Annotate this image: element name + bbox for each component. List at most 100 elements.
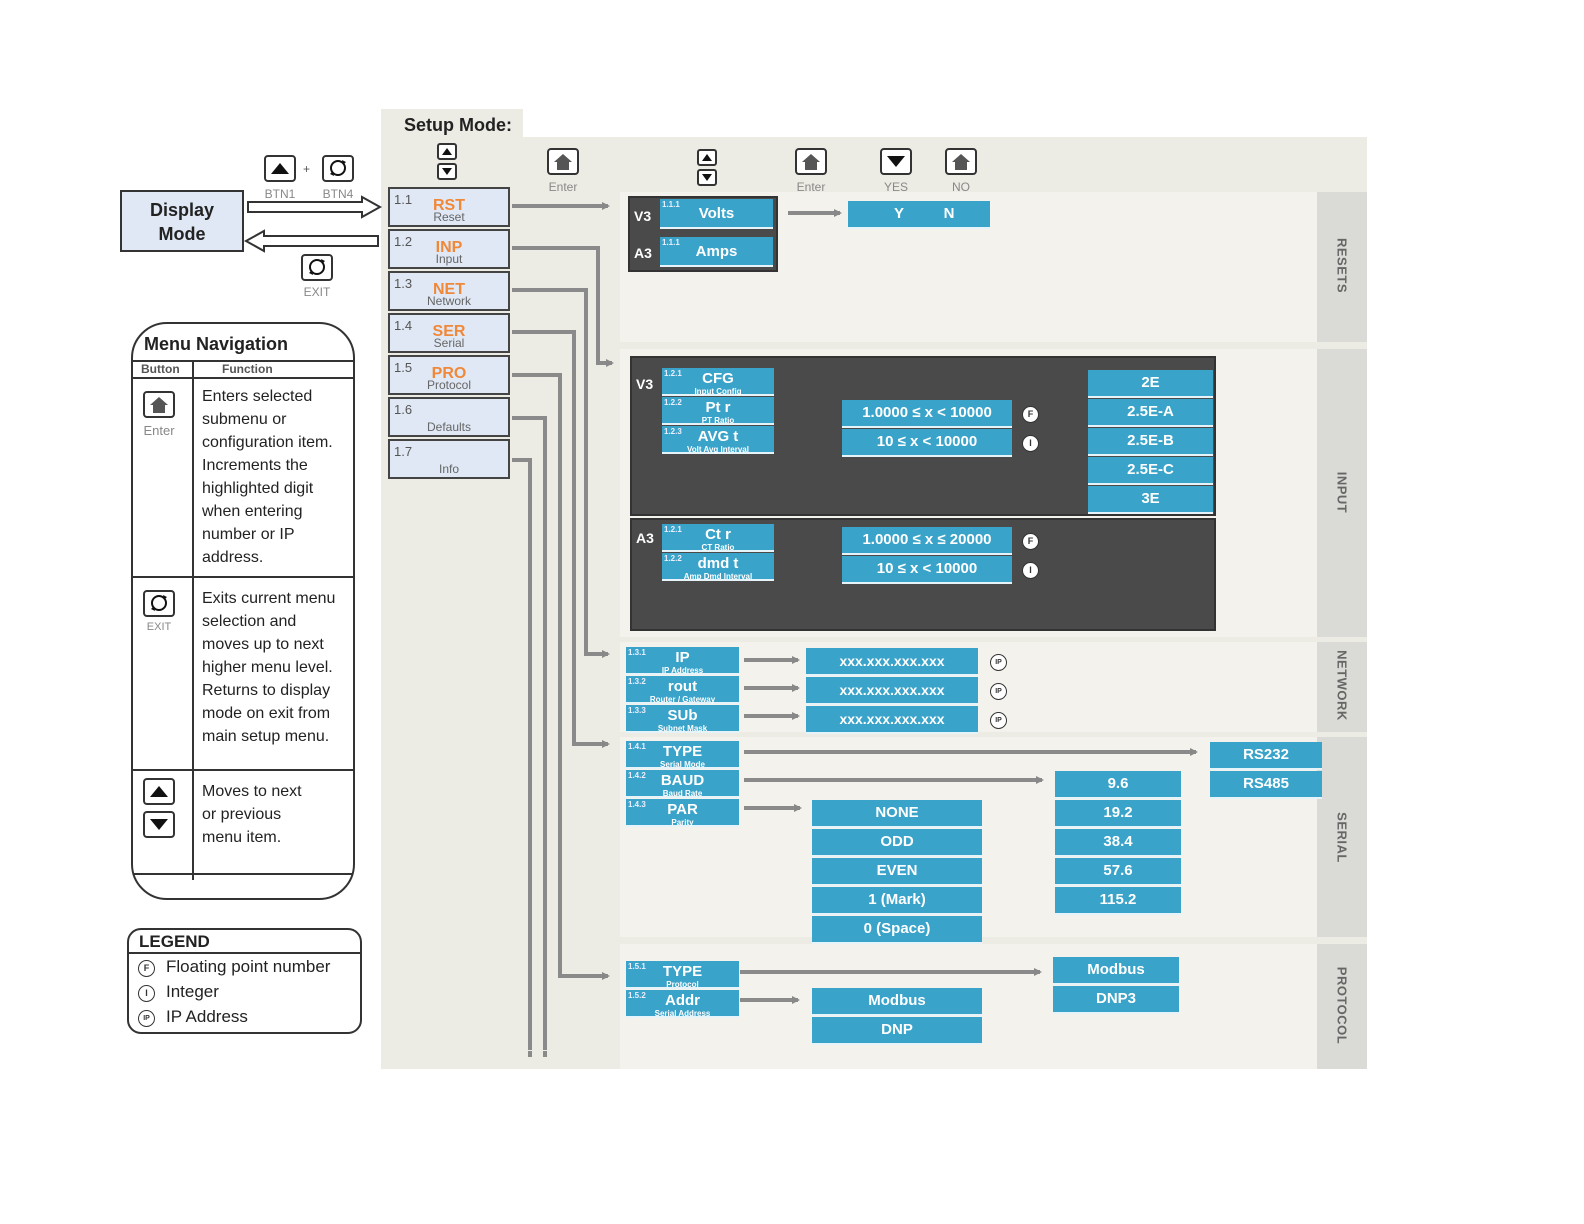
yes-option[interactable]: Y — [893, 205, 904, 222]
item-label: Addr — [665, 992, 700, 1009]
protocol-addr-item[interactable]: 1.5.2 Addr Serial Address — [626, 990, 739, 1018]
input-dmd-range[interactable]: 10 ≤ x < 10000 — [842, 556, 1012, 584]
protocol-type-modbus[interactable]: Modbus — [1053, 957, 1179, 985]
serial-type-item[interactable]: 1.4.1 TYPE Serial Mode — [626, 741, 739, 769]
cfg-option-3e[interactable]: 3E — [1088, 486, 1213, 514]
menu-item-network[interactable]: 1.3 NET Network — [388, 271, 510, 311]
input-ct-range[interactable]: 1.0000 ≤ x ≤ 20000 — [842, 527, 1012, 555]
no-option[interactable]: N — [943, 205, 955, 222]
down-arrow-icon — [150, 819, 168, 830]
baud-option-1152[interactable]: 115.2 — [1055, 887, 1181, 915]
menu-item-input[interactable]: 1.2 INP Input — [388, 229, 510, 269]
parity-option-none[interactable]: NONE — [812, 800, 982, 828]
input-pt-range[interactable]: 1.0000 ≤ x < 10000 — [842, 400, 1012, 428]
item-num: 1.2.1 — [664, 525, 682, 534]
tab-serial — [1317, 737, 1367, 937]
input-a3-tag: A3 — [636, 530, 654, 546]
item-sub: CT Ratio — [701, 543, 735, 552]
baud-option-96[interactable]: 9.6 — [1055, 771, 1181, 799]
up-arrow-icon — [442, 148, 452, 155]
display-mode-box[interactable]: Display Mode — [120, 190, 244, 252]
tab-protocol — [1317, 944, 1367, 1069]
serial-baud-item[interactable]: 1.4.2 BAUD Baud Rate — [626, 770, 739, 798]
item-sub: Parity — [671, 818, 694, 827]
resets-amps-item[interactable]: 1.1.1 Amps — [660, 237, 773, 267]
item-num: 1.5.1 — [628, 962, 646, 971]
item-num: 1.2.2 — [664, 554, 682, 563]
menu-abbr: SER — [432, 323, 466, 340]
protocol-addr-modbus[interactable]: Modbus — [812, 988, 982, 1016]
parity-option-space[interactable]: 0 (Space) — [812, 916, 982, 944]
network-sub-value[interactable]: xxx.xxx.xxx.xxx — [806, 706, 978, 734]
input-ctr-item[interactable]: 1.2.1 Ct r CT Ratio — [662, 524, 774, 552]
nav-down-button — [143, 811, 175, 838]
menu-item-protocol[interactable]: 1.5 PRO Protocol — [388, 355, 510, 395]
item-label: TYPE — [662, 743, 703, 760]
network-rout-value[interactable]: xxx.xxx.xxx.xxx — [806, 677, 978, 705]
baud-option-192[interactable]: 19.2 — [1055, 800, 1181, 828]
input-cfg-item[interactable]: 1.2.1 CFG Input Config — [662, 368, 774, 396]
network-ip-item[interactable]: 1.3.1 IP IP Address — [626, 647, 739, 675]
refresh-icon — [330, 160, 346, 176]
protocol-type-dnp3[interactable]: DNP3 — [1053, 986, 1179, 1014]
item-num: 1.1.1 — [662, 200, 680, 209]
nav-exit-label: EXIT — [146, 621, 172, 633]
network-sub-item[interactable]: 1.3.3 SUb Subnet Mask — [626, 705, 739, 733]
menu-item-serial[interactable]: 1.4 SER Serial — [388, 313, 510, 353]
item-label: BAUD — [660, 772, 705, 789]
enter-button-2[interactable] — [795, 148, 827, 175]
integer-symbol: I — [1022, 562, 1039, 579]
btn4-exit-button[interactable] — [322, 155, 354, 182]
float-symbol: F — [1022, 533, 1039, 550]
item-label: AVG t — [697, 428, 739, 445]
parity-option-mark[interactable]: 1 (Mark) — [812, 887, 982, 915]
exit-button[interactable] — [301, 254, 333, 281]
btn1-label: BTN1 — [264, 187, 296, 201]
line-defaults — [512, 416, 547, 1050]
setup-down-button[interactable] — [437, 163, 457, 180]
header-down-button[interactable] — [697, 169, 717, 186]
input-ptr-item[interactable]: 1.2.2 Pt r PT Ratio — [662, 397, 774, 425]
cfg-option-2e[interactable]: 2E — [1088, 370, 1213, 398]
no-button[interactable] — [945, 148, 977, 175]
item-num: 1.2.3 — [664, 427, 682, 436]
btn1-up-button[interactable] — [264, 155, 296, 182]
input-avgt-item[interactable]: 1.2.3 AVG t Volt Avg Interval — [662, 426, 774, 454]
baud-option-384[interactable]: 38.4 — [1055, 829, 1181, 857]
menu-item-info[interactable]: 1.7 Info — [388, 439, 510, 479]
menu-item-defaults[interactable]: 1.6 Defaults — [388, 397, 510, 437]
cfg-option-25ec[interactable]: 2.5E-C — [1088, 457, 1213, 485]
input-avg-range[interactable]: 10 ≤ x < 10000 — [842, 429, 1012, 457]
nav-divider — [133, 769, 353, 771]
resets-volts-item[interactable]: 1.1.1 Volts — [660, 199, 773, 229]
menu-num: 1.5 — [394, 360, 413, 375]
menu-item-reset[interactable]: 1.1 RST Reset — [388, 187, 510, 227]
input-dmdt-item[interactable]: 1.2.2 dmd t Amp Dmd Interval — [662, 553, 774, 581]
protocol-type-item[interactable]: 1.5.1 TYPE Protocol — [626, 961, 739, 989]
refresh-icon — [309, 259, 325, 275]
header-up-button[interactable] — [697, 149, 717, 166]
item-sub: Subnet Mask — [657, 724, 708, 733]
network-rout-item[interactable]: 1.3.2 rout Router / Gateway — [626, 676, 739, 704]
menu-full: Protocol — [426, 378, 472, 392]
nav-divider — [133, 360, 353, 362]
cfg-option-25eb[interactable]: 2.5E-B — [1088, 428, 1213, 456]
cfg-option-25ea[interactable]: 2.5E-A — [1088, 399, 1213, 427]
yes-button[interactable] — [880, 148, 912, 175]
enter-button-1[interactable] — [547, 148, 579, 175]
serial-type-rs485[interactable]: RS485 — [1210, 771, 1322, 799]
parity-option-odd[interactable]: ODD — [812, 829, 982, 857]
integer-symbol: I — [1022, 435, 1039, 452]
nav-title: Menu Navigation — [144, 334, 289, 354]
parity-option-even[interactable]: EVEN — [812, 858, 982, 886]
setup-up-button[interactable] — [437, 143, 457, 160]
network-ip-value[interactable]: xxx.xxx.xxx.xxx — [806, 648, 978, 676]
serial-par-item[interactable]: 1.4.3 PAR Parity — [626, 799, 739, 827]
serial-type-rs232[interactable]: RS232 — [1210, 742, 1322, 770]
baud-option-576[interactable]: 57.6 — [1055, 858, 1181, 886]
protocol-addr-dnp[interactable]: DNP — [812, 1017, 982, 1045]
nav-column-divider — [192, 360, 194, 880]
